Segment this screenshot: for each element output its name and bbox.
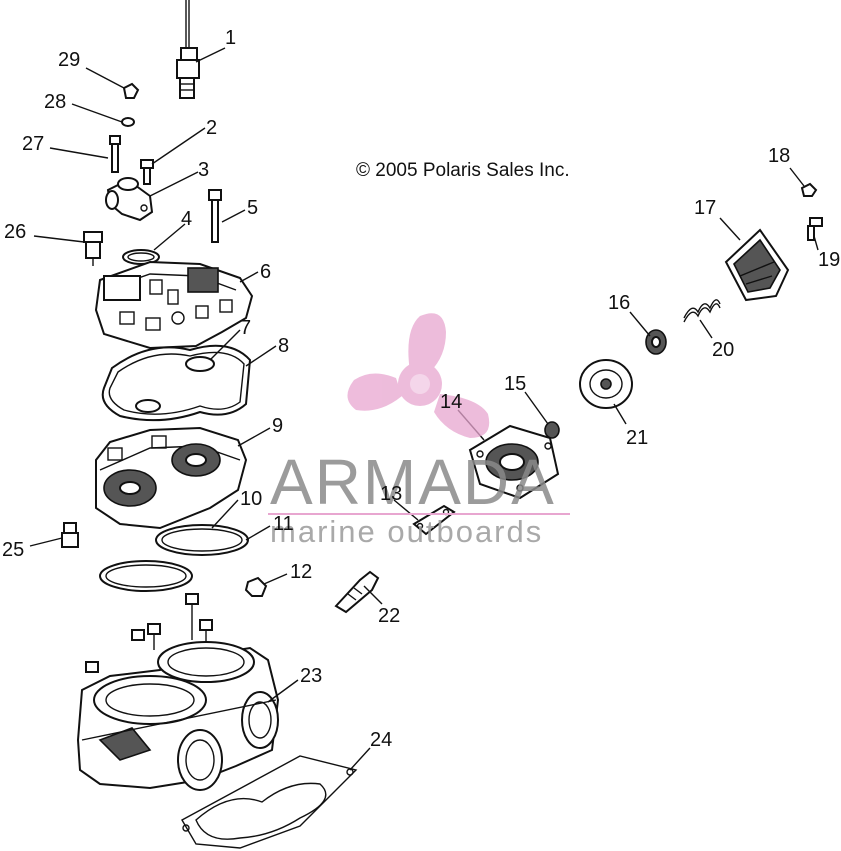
callout-1: 1 (225, 27, 236, 49)
part-bearing (645, 329, 667, 355)
part-bolt-long-2 (208, 189, 222, 243)
callout-26: 26 (4, 221, 26, 243)
callout-14: 14 (440, 391, 462, 413)
callout-9: 9 (272, 415, 283, 437)
part-temp-sensor (334, 570, 380, 614)
part-nut-small (122, 82, 140, 99)
callout-20: 20 (712, 339, 734, 361)
callout-4: 4 (181, 208, 192, 230)
callout-17: 17 (694, 197, 716, 219)
part-cover-nut (800, 182, 818, 197)
watermark-tagline: marine outboards (270, 514, 543, 549)
part-washer (121, 117, 135, 127)
callout-16: 16 (608, 292, 630, 314)
part-cover-screw (807, 217, 823, 241)
part-spring (683, 299, 721, 323)
part-long-bolt (109, 135, 121, 173)
part-cylinder-head (95, 426, 248, 530)
callout-15: 15 (504, 373, 526, 395)
part-pump-seal (544, 421, 560, 439)
part-base-gasket (181, 755, 358, 849)
callout-11: 11 (273, 513, 294, 535)
callout-25: 25 (2, 539, 24, 561)
part-thermostat-housing (105, 177, 154, 222)
callout-12: 12 (290, 561, 312, 583)
callout-24: 24 (370, 729, 392, 751)
part-cylinder-nut (244, 576, 268, 597)
copyright-notice: © 2005 Polaris Sales Inc. (356, 160, 570, 181)
part-head-cover (94, 260, 254, 350)
part-thermostat (83, 231, 103, 266)
part-head-gasket (101, 344, 252, 422)
callout-19: 19 (818, 249, 840, 271)
part-o-ring (122, 249, 160, 265)
callout-3: 3 (198, 159, 209, 181)
part-short-bolt (140, 159, 154, 185)
callout-22: 22 (378, 605, 400, 627)
callout-numbers: 1 2 3 4 5 6 7 8 9 10 11 12 13 14 15 16 1… (2, 27, 840, 751)
part-pump-cover (724, 228, 790, 302)
callout-8: 8 (278, 335, 289, 357)
watermark-brand: ARMADA (270, 446, 556, 518)
callout-28: 28 (44, 91, 66, 113)
callout-18: 18 (768, 145, 790, 167)
callout-23: 23 (300, 665, 322, 687)
part-cylinder-block (76, 641, 280, 791)
callout-27: 27 (22, 133, 44, 155)
callout-29: 29 (58, 49, 80, 71)
part-spark-plug (176, 0, 200, 99)
watermark: ARMADA marine outboards (268, 313, 570, 549)
part-impeller (579, 359, 633, 409)
callout-13: 13 (380, 483, 402, 505)
callout-21: 21 (626, 427, 648, 449)
part-pump-housing (468, 424, 560, 500)
callout-5: 5 (247, 197, 258, 219)
part-fitting (61, 522, 79, 548)
callout-7: 7 (240, 317, 251, 339)
callout-2: 2 (206, 117, 217, 139)
part-head-seal-rings (99, 524, 249, 592)
callout-10: 10 (240, 488, 262, 510)
propeller-icon (347, 313, 490, 438)
callout-6: 6 (260, 261, 271, 283)
